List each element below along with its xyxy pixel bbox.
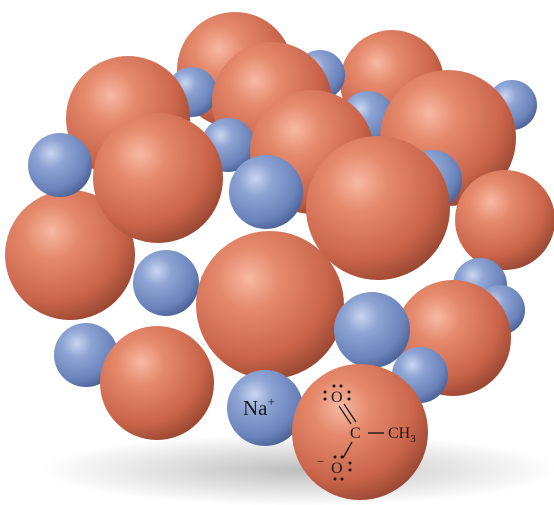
double-bond	[338, 405, 352, 425]
anion-sphere	[93, 113, 223, 243]
anion-charge-label: −	[317, 454, 324, 469]
oxygen-top-label: O	[331, 389, 343, 406]
cation-sphere	[133, 250, 199, 316]
cation-sphere	[334, 292, 410, 368]
anion-sphere	[455, 170, 554, 270]
single-bond-oxygen	[342, 441, 353, 459]
ion-layer-back	[66, 12, 537, 206]
cation-sphere	[229, 155, 303, 229]
ion-layer-middle	[5, 90, 554, 335]
anion-sphere	[196, 231, 344, 379]
anion-sphere	[5, 190, 135, 320]
anion-sphere	[306, 136, 450, 280]
sodium-ion-label: Na+	[243, 394, 275, 420]
methyl-label: CH3	[388, 425, 416, 445]
carbon-label: C	[350, 425, 361, 442]
acetate-structure: O C CH3 O −	[317, 384, 416, 481]
ion-layer-front	[54, 231, 511, 500]
sodium-cation-sphere	[227, 370, 303, 446]
floor-shadow	[40, 434, 554, 505]
cation-sphere	[28, 133, 92, 197]
oxygen-bottom-label: O	[331, 460, 343, 477]
anion-sphere	[100, 326, 214, 440]
double-bond	[343, 403, 357, 423]
